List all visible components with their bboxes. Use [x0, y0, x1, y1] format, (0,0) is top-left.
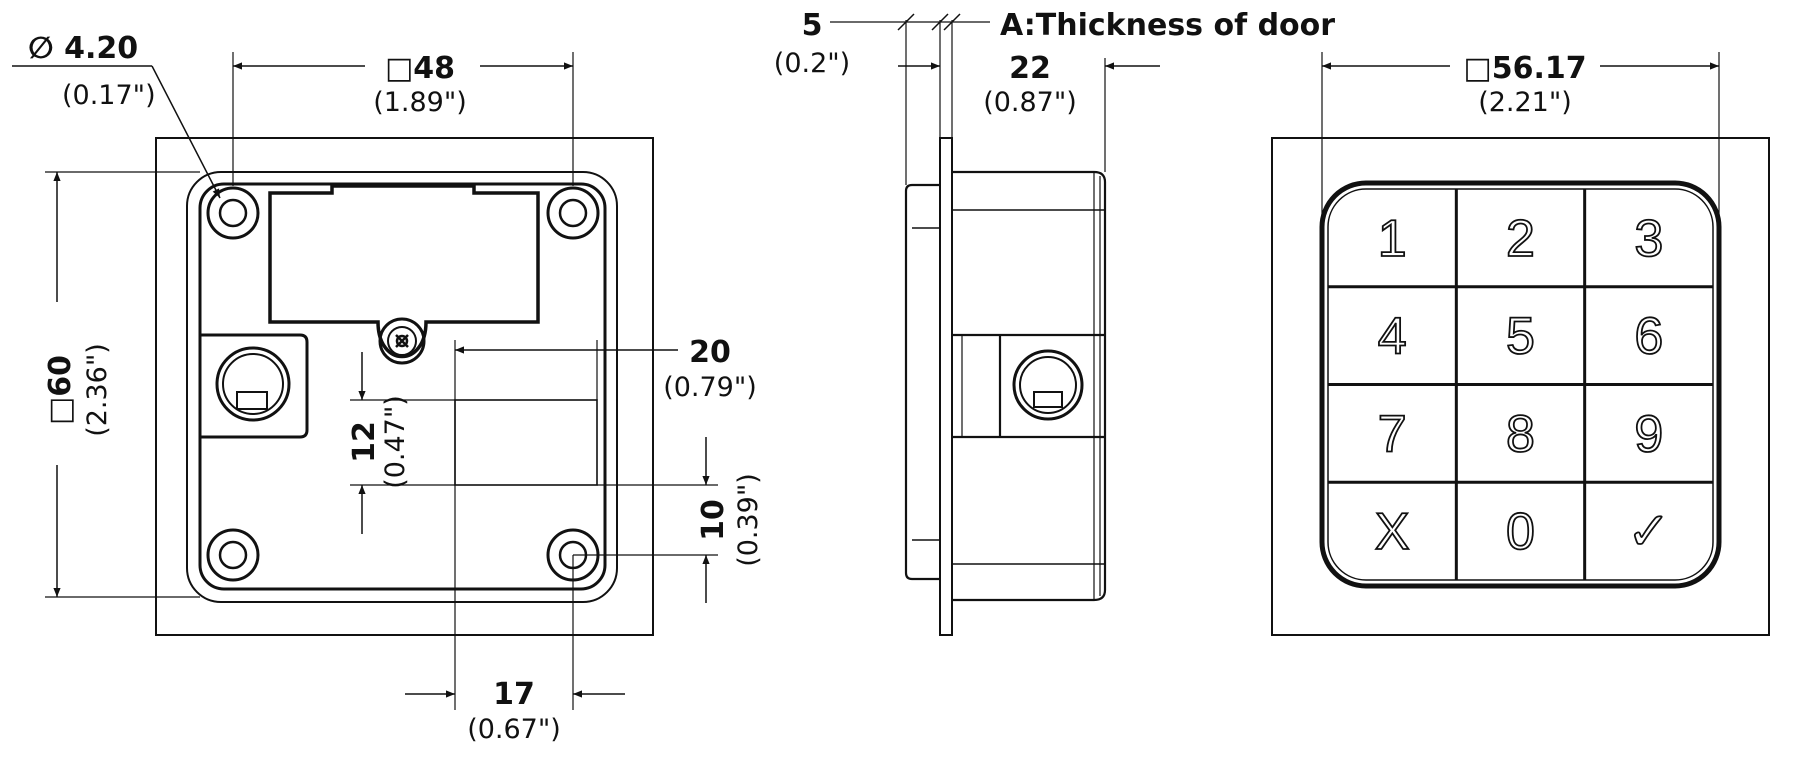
- front-body-inner: [198, 182, 607, 591]
- keypad-key-0: 1: [1378, 210, 1407, 268]
- hole-dia-inch-label: (0.17"): [62, 80, 156, 111]
- keypad-key-4: 5: [1506, 308, 1535, 366]
- bottom-offset-label: 17: [493, 677, 535, 712]
- keypad-key-1: 2: [1506, 210, 1535, 268]
- side-body: [952, 170, 1107, 602]
- keypad-key-6: 7: [1378, 405, 1407, 463]
- latch-slot: [454, 399, 598, 486]
- keypad-key-9: X: [1375, 503, 1410, 561]
- keypad-outer: [1319, 180, 1722, 589]
- height-inch-label: (2.36"): [82, 343, 113, 437]
- dim-door-thickness: 5 (0.2") A:Thickness of door: [774, 8, 1335, 185]
- door-thickness-label: A:Thickness of door: [1000, 8, 1335, 43]
- lock-cylinder-block: [200, 333, 309, 439]
- slot-height-inch-label: (0.47"): [380, 395, 411, 489]
- keypad-key-8: 9: [1634, 405, 1663, 463]
- screw-icon: [378, 317, 426, 365]
- keypad-key-11: ✓: [1627, 503, 1671, 561]
- side-view: 5 (0.2") A:Thickness of door 22 (0.87"): [774, 8, 1335, 636]
- dim-depth: 22 (0.87"): [983, 51, 1160, 172]
- slot-width-inch-label: (0.79"): [663, 372, 757, 403]
- keypad-key-5: 6: [1634, 308, 1663, 366]
- dim-keypad-width: □56.17 (2.21"): [1321, 51, 1720, 270]
- keypad-mounting-plate: [1271, 137, 1770, 636]
- height-label: □60: [43, 355, 78, 425]
- thickness-label: 5: [802, 8, 823, 43]
- dim-slot-width: 20 (0.79"): [454, 335, 757, 710]
- thickness-inch-label: (0.2"): [774, 48, 850, 79]
- side-lock-cylinder-icon: [1012, 349, 1084, 421]
- front-view: ∅ 4.20 (0.17") □48 (1.89") □60 (2.36"): [12, 31, 764, 745]
- slot-width-label: 20: [689, 335, 731, 370]
- depth-inch-label: (0.87"): [983, 87, 1077, 118]
- keypad-key-7: 8: [1506, 405, 1535, 463]
- mounting-hole-icon: [206, 528, 260, 582]
- width-inch-label: (1.89"): [373, 87, 467, 118]
- dim-width: □48 (1.89"): [232, 51, 574, 186]
- keypad-key-2: 3: [1634, 210, 1663, 268]
- hole-dia-label: ∅ 4.20: [28, 31, 138, 66]
- depth-label: 22: [1009, 51, 1051, 86]
- keypad-key-10: 0: [1506, 503, 1535, 561]
- battery-cover: [268, 184, 540, 359]
- side-rear-part: [904, 183, 940, 581]
- slot-offset-label: 10: [696, 499, 731, 541]
- side-mounting-plate: [939, 137, 953, 636]
- slot-height-label: 12: [347, 421, 382, 463]
- keypad-view: 1 2 3 4 5 6 7 8 9X 0 ✓ □56.17 (2.21"): [1271, 51, 1770, 636]
- dim-bottom-offset: 17 (0.67"): [405, 555, 625, 745]
- keypad-width-label: □56.17: [1463, 51, 1586, 86]
- keypad-grid: 1 2 3 4 5 6 7 8 9X 0 ✓: [1328, 189, 1713, 580]
- bottom-offset-inch-label: (0.67"): [467, 714, 561, 745]
- keypad-key-3: 4: [1378, 308, 1407, 366]
- slot-offset-inch-label: (0.39"): [733, 473, 764, 567]
- front-body-outer: [186, 171, 618, 603]
- mounting-hole-icon: [206, 186, 260, 240]
- width-label: □48: [385, 51, 455, 86]
- keypad-width-inch-label: (2.21"): [1478, 87, 1572, 118]
- mounting-hole-icon: [546, 186, 600, 240]
- front-mounting-plate: [155, 137, 654, 636]
- dim-hole-diameter: ∅ 4.20 (0.17"): [12, 31, 221, 199]
- lock-cylinder-icon: [215, 346, 291, 422]
- dim-slot-height: 12 (0.47"): [347, 352, 455, 534]
- dim-slot-offset: 10 (0.39"): [573, 437, 764, 603]
- dim-height: □60 (2.36"): [43, 171, 200, 598]
